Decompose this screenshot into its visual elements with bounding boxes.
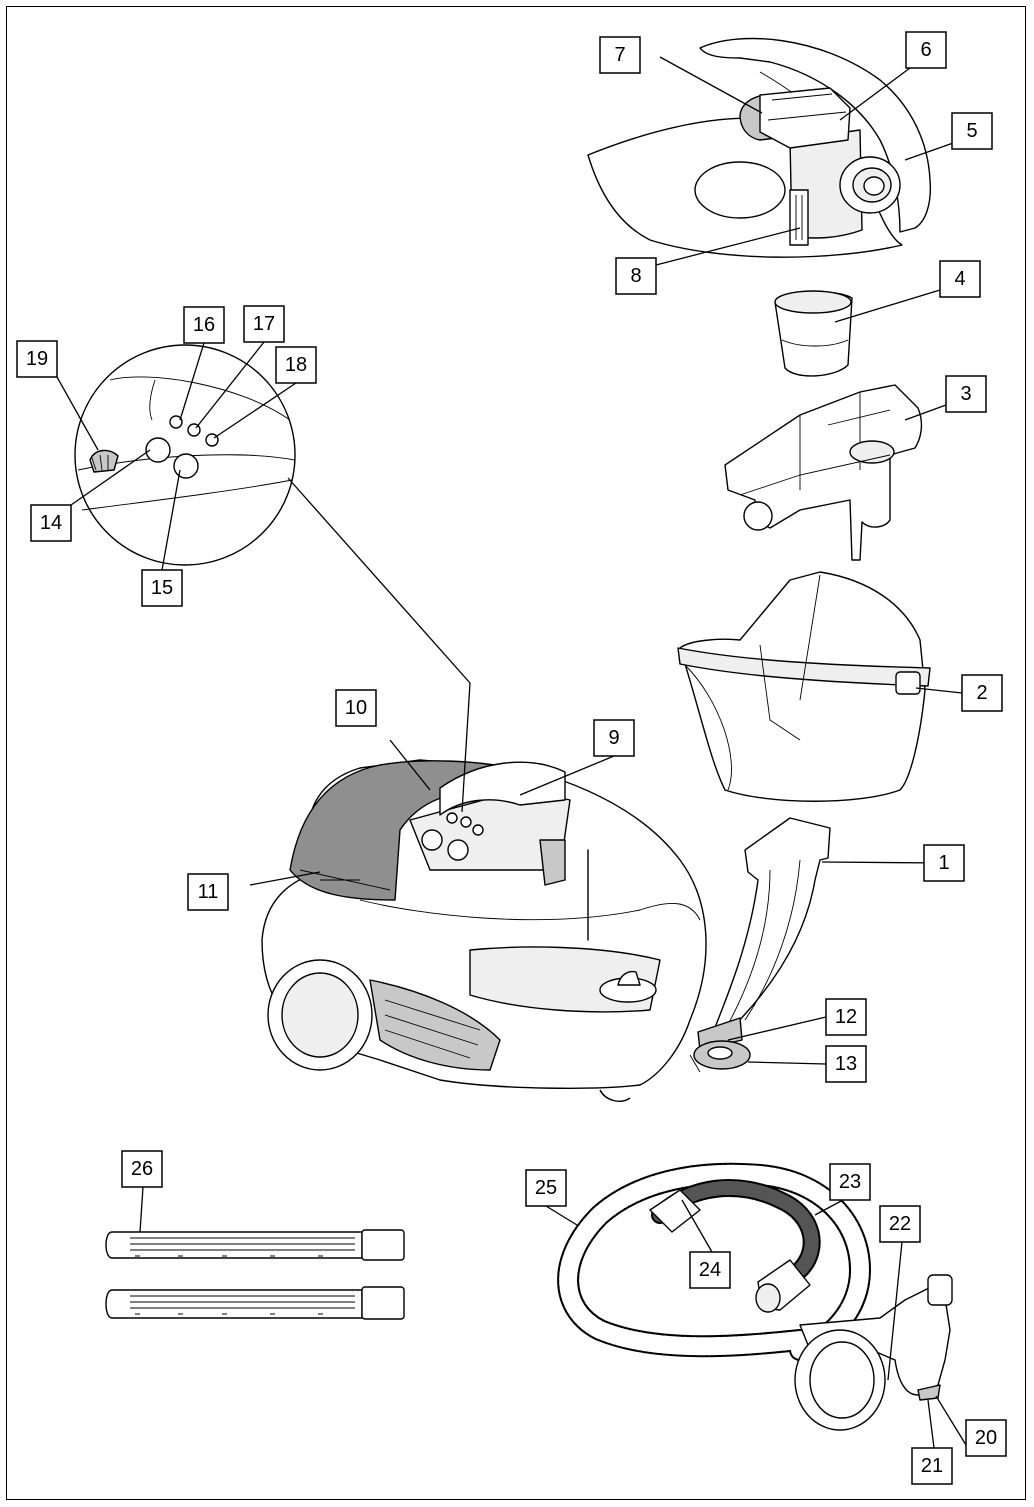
svg-text:13: 13 (835, 1053, 857, 1075)
callout-14: 14 (30, 504, 72, 542)
callout-4: 4 (939, 260, 981, 298)
callout-12: 12 (825, 998, 867, 1036)
svg-text:3: 3 (960, 383, 971, 405)
callout-11: 11 (187, 873, 229, 911)
svg-text:1: 1 (938, 852, 949, 874)
svg-text:19: 19 (26, 348, 48, 370)
callout-7: 7 (599, 36, 641, 74)
svg-text:18: 18 (285, 354, 307, 376)
svg-text:8: 8 (630, 265, 641, 287)
callout-26: 26 (121, 1150, 163, 1188)
water-tank-illustration (677, 571, 931, 802)
svg-text:7: 7 (614, 44, 625, 66)
callout-19: 19 (16, 340, 58, 378)
svg-text:21: 21 (921, 1455, 943, 1477)
callout-15: 15 (141, 569, 183, 607)
tube-upper (105, 1229, 405, 1261)
callout-24: 24 (689, 1251, 731, 1289)
callout-8: 8 (615, 257, 657, 295)
callout-2: 2 (961, 674, 1003, 712)
svg-text:26: 26 (131, 1158, 153, 1180)
vacuum-body-illustration (261, 759, 751, 1102)
svg-text:5: 5 (966, 120, 977, 142)
svg-text:6: 6 (920, 39, 931, 61)
svg-text:24: 24 (699, 1259, 721, 1281)
svg-text:23: 23 (839, 1171, 861, 1193)
callout-23: 23 (829, 1163, 871, 1201)
svg-text:22: 22 (889, 1213, 911, 1235)
svg-text:9: 9 (608, 727, 619, 749)
callout-16: 16 (183, 306, 225, 344)
rear-column-illustration (697, 817, 831, 1051)
svg-text:17: 17 (253, 313, 275, 335)
svg-text:16: 16 (193, 314, 215, 336)
callout-3: 3 (945, 375, 987, 413)
svg-text:14: 14 (40, 512, 62, 534)
svg-text:20: 20 (975, 1427, 997, 1449)
svg-text:25: 25 (535, 1177, 557, 1199)
hose-illustration (557, 1162, 953, 1431)
callout-22: 22 (879, 1205, 921, 1243)
callout-1: 1 (923, 844, 965, 882)
callout-10: 10 (335, 689, 377, 727)
callout-6: 6 (905, 31, 947, 69)
svg-text:12: 12 (835, 1006, 857, 1028)
svg-text:4: 4 (954, 268, 965, 290)
svg-text:15: 15 (151, 577, 173, 599)
callout-25: 25 (525, 1169, 567, 1207)
callout-17: 17 (243, 305, 285, 343)
callout-5: 5 (951, 112, 993, 150)
callout-18: 18 (275, 346, 317, 384)
callout-9: 9 (593, 719, 635, 757)
top-lid-illustration (587, 37, 932, 258)
callout-13: 13 (825, 1045, 867, 1083)
svg-text:2: 2 (976, 682, 987, 704)
separator-illustration (724, 384, 923, 561)
diagram-frame (6, 6, 1026, 1500)
leader-lines (56, 56, 967, 1449)
control-panel-zoom-illustration (74, 344, 471, 813)
callout-21: 21 (911, 1447, 953, 1485)
filter-cup-illustration (774, 290, 853, 377)
svg-text:10: 10 (345, 697, 367, 719)
svg-text:11: 11 (198, 881, 219, 903)
tube-lower (105, 1286, 405, 1320)
callout-20: 20 (965, 1419, 1007, 1457)
